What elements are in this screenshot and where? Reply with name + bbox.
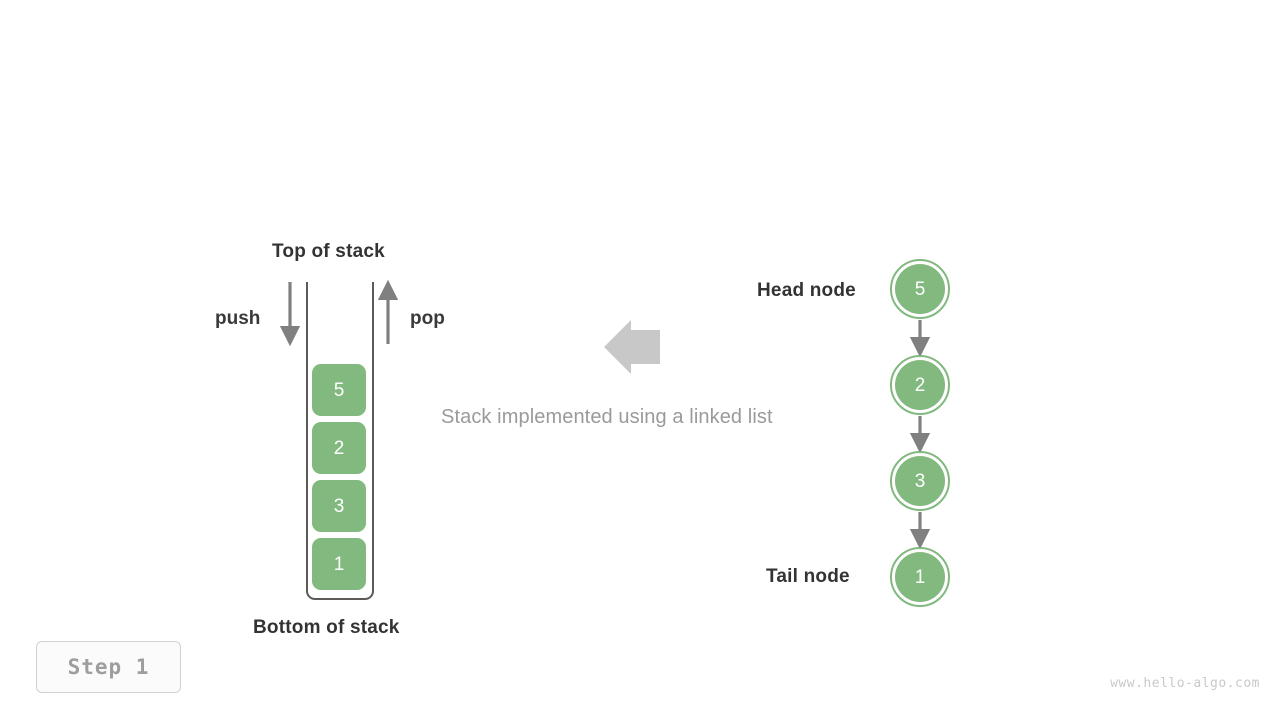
stack-item-1[interactable]: 2 — [312, 422, 366, 474]
linked-list-node-value: 5 — [895, 264, 945, 314]
stack-item-value: 3 — [333, 495, 345, 517]
linked-list-node-value: 3 — [895, 456, 945, 506]
push-label: push — [215, 308, 261, 329]
linked-list-node-value: 1 — [895, 552, 945, 602]
diagram-caption: Stack implemented using a linked list — [441, 406, 773, 428]
stack-item-value: 2 — [333, 437, 345, 459]
stack-top-label: Top of stack — [272, 241, 385, 262]
linked-list-node-1[interactable]: 2 — [890, 355, 950, 415]
linked-list-node-value: 2 — [895, 360, 945, 410]
stack-item-3[interactable]: 1 — [312, 538, 366, 590]
pop-label: pop — [410, 308, 445, 329]
linked-list-node-2[interactable]: 3 — [890, 451, 950, 511]
stack-item-value: 5 — [333, 379, 345, 401]
stack-item-2[interactable]: 3 — [312, 480, 366, 532]
stack-item-0[interactable]: 5 — [312, 364, 366, 416]
stack-bottom-label: Bottom of stack — [253, 617, 400, 638]
stack-item-value: 1 — [333, 553, 345, 575]
left-block-arrow-icon — [604, 320, 660, 374]
tail-node-label: Tail node — [766, 566, 850, 587]
head-node-label: Head node — [757, 280, 856, 301]
watermark: www.hello-algo.com — [1110, 676, 1260, 691]
step-badge: Step 1 — [36, 641, 181, 693]
linked-list-node-3[interactable]: 1 — [890, 547, 950, 607]
stack-container — [306, 282, 374, 600]
linked-list-node-0[interactable]: 5 — [890, 259, 950, 319]
